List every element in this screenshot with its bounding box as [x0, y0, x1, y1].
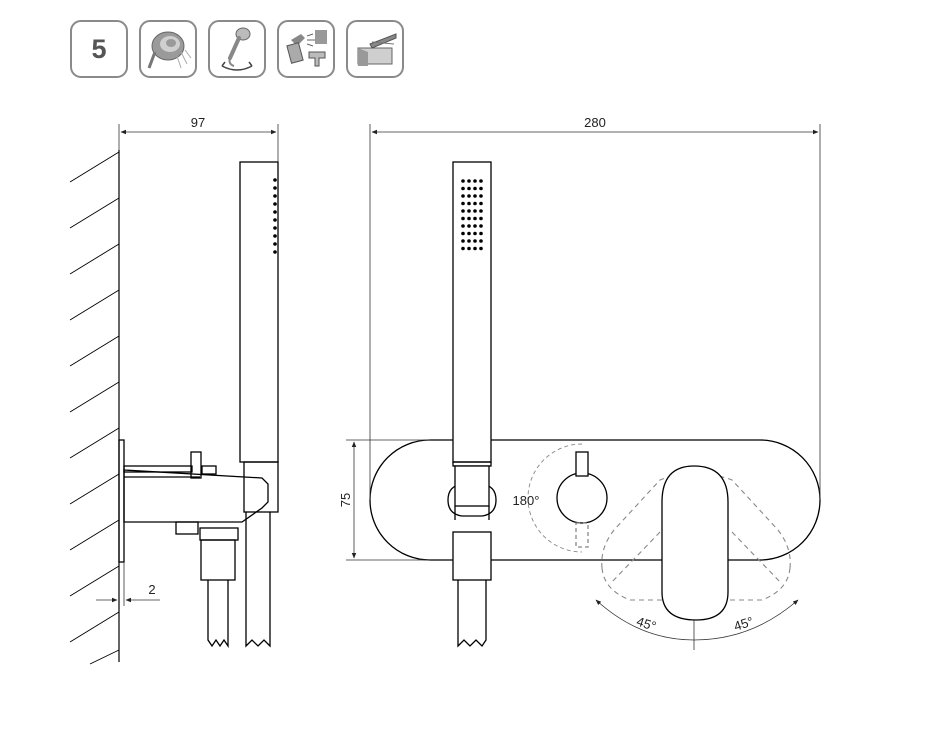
- handshower-spray-icon: [139, 20, 197, 78]
- spray-nozzle: [479, 224, 483, 228]
- diverter-rotation-arc: [527, 443, 583, 553]
- lever-angle-arc: [595, 599, 799, 650]
- spray-nozzle: [461, 216, 465, 221]
- dimension-side-depth-label: 97: [191, 115, 205, 130]
- spray-nozzle: [461, 224, 465, 228]
- lever-right-angle-label: 45°: [732, 614, 755, 634]
- spray-nozzle: [479, 216, 483, 221]
- spray-nozzle: [479, 201, 483, 206]
- side-handshower: [239, 161, 279, 463]
- spray-nozzle: [467, 231, 471, 236]
- dimension-plate-height: [346, 439, 430, 561]
- side-view: [69, 150, 279, 665]
- dimension-total-width: [369, 124, 821, 500]
- spray-nozzle: [461, 209, 465, 213]
- spray-nozzle: [461, 246, 465, 251]
- dimension-total-width-label: 280: [584, 115, 606, 130]
- front-spray-nozzles: [461, 179, 483, 251]
- side-mixer-body: [123, 469, 269, 523]
- spray-nozzle: [467, 239, 471, 243]
- spray-nozzle: [461, 194, 465, 198]
- spray-nozzle: [479, 209, 483, 213]
- spray-nozzle: [467, 216, 471, 221]
- lever-left-angle-label: 45°: [635, 614, 658, 634]
- side-hose-connector: [200, 539, 236, 581]
- spray-nozzle: [473, 209, 477, 213]
- front-diverter-knob: [556, 472, 608, 524]
- front-diverter-hidden: [575, 522, 589, 548]
- spray-nozzle: [473, 224, 477, 228]
- spray-nozzle: [461, 201, 465, 206]
- spray-nozzle: [467, 246, 471, 251]
- front-handshower: [452, 161, 492, 463]
- spray-nozzle: [479, 239, 483, 243]
- spray-nozzle: [461, 231, 465, 236]
- side-wall-plate: [118, 439, 125, 563]
- spray-nozzle: [479, 179, 483, 183]
- spray-nozzle: [473, 231, 477, 236]
- spray-nozzle: [467, 194, 471, 198]
- spray-nozzle: [467, 186, 471, 191]
- spray-nozzle: [473, 179, 477, 183]
- spray-nozzle: [479, 194, 483, 198]
- side-outlet-connector: [199, 527, 239, 541]
- spray-nozzle: [473, 216, 477, 221]
- spray-nozzle: [479, 231, 483, 236]
- spray-nozzle: [473, 186, 477, 191]
- spray-nozzle: [473, 239, 477, 243]
- spray-nozzle: [479, 186, 483, 191]
- dimension-wall-gap: [96, 562, 160, 606]
- lever-hidden-positions: [601, 475, 791, 601]
- spray-nozzle: [467, 224, 471, 228]
- spray-nozzle: [473, 246, 477, 251]
- front-hose-outlet: [452, 531, 492, 581]
- diverter-rotation-label: 180°: [513, 493, 540, 508]
- spray-nozzle: [467, 209, 471, 213]
- side-spray-nozzles: [273, 178, 277, 254]
- dimension-plate-height-label: 75: [338, 493, 353, 507]
- spray-nozzle: [473, 201, 477, 206]
- cleaning-spray-icon: [277, 20, 335, 78]
- spray-nozzle: [467, 179, 471, 183]
- spray-nozzle: [467, 201, 471, 206]
- flow-class-number: 5: [91, 33, 107, 64]
- spray-nozzle: [479, 246, 483, 251]
- wall-hatching: [69, 151, 120, 665]
- flow-class-badge: 5: [70, 20, 128, 78]
- spray-nozzle: [461, 186, 465, 191]
- single-lever-mixer-icon: [346, 20, 404, 78]
- side-diverter-knob: [190, 451, 202, 479]
- dimension-side-depth: [118, 124, 279, 162]
- side-lever: [123, 465, 193, 473]
- front-mixer-lever: [661, 465, 729, 621]
- dimension-wall-gap-label: 2: [148, 582, 155, 597]
- spray-nozzle: [473, 194, 477, 198]
- spray-nozzle: [461, 239, 465, 243]
- front-wall-plate: [369, 439, 821, 561]
- spray-nozzle: [461, 179, 465, 183]
- handshower-rotate-icon: [208, 20, 266, 78]
- front-view: [369, 161, 821, 648]
